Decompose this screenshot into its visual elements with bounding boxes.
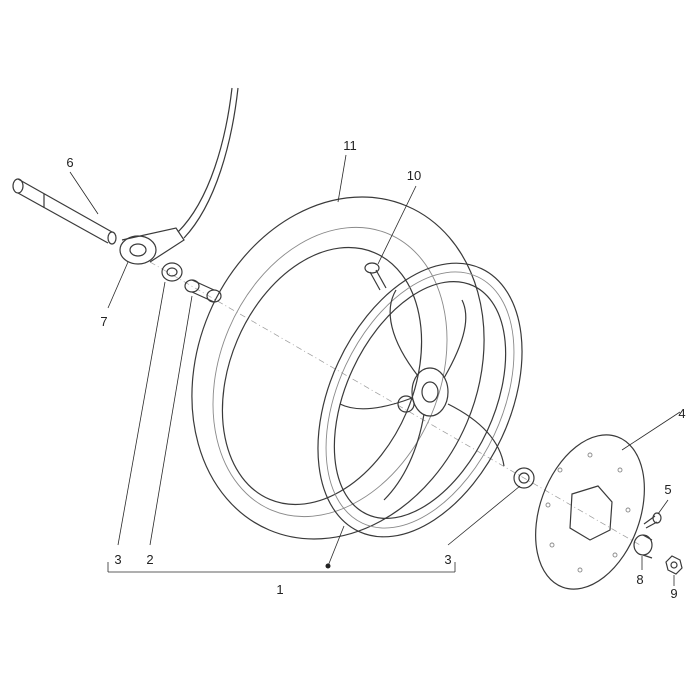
callout-7: 7 <box>100 314 107 329</box>
callout-10: 10 <box>407 168 421 183</box>
callout-5: 5 <box>664 482 671 497</box>
speedometer-cable <box>177 87 239 239</box>
assembly-bracket <box>107 562 456 573</box>
callout-4: 4 <box>678 406 685 421</box>
spacer-part <box>184 279 222 303</box>
nut-part <box>665 555 683 575</box>
right-bearing-part <box>513 467 535 489</box>
callout-8: 8 <box>636 572 643 587</box>
speedometer-drive-part <box>119 227 185 265</box>
screw-part <box>643 512 662 529</box>
callout-3-left: 3 <box>114 552 121 567</box>
assembly-bracket-dot <box>325 563 331 569</box>
valve-part <box>364 262 387 291</box>
wheel-rim-part <box>317 262 523 538</box>
left-bearing-part <box>161 262 183 282</box>
callout-3-right: 3 <box>444 552 451 567</box>
callout-2: 2 <box>146 552 153 567</box>
bushing-part <box>633 534 653 559</box>
axle-part <box>12 178 117 245</box>
brake-disc-part <box>535 434 645 590</box>
callout-11: 11 <box>343 138 357 153</box>
callout-1: 1 <box>276 582 283 597</box>
callout-9: 9 <box>670 586 677 601</box>
leader-lines <box>69 154 681 586</box>
callout-6: 6 <box>66 155 73 170</box>
